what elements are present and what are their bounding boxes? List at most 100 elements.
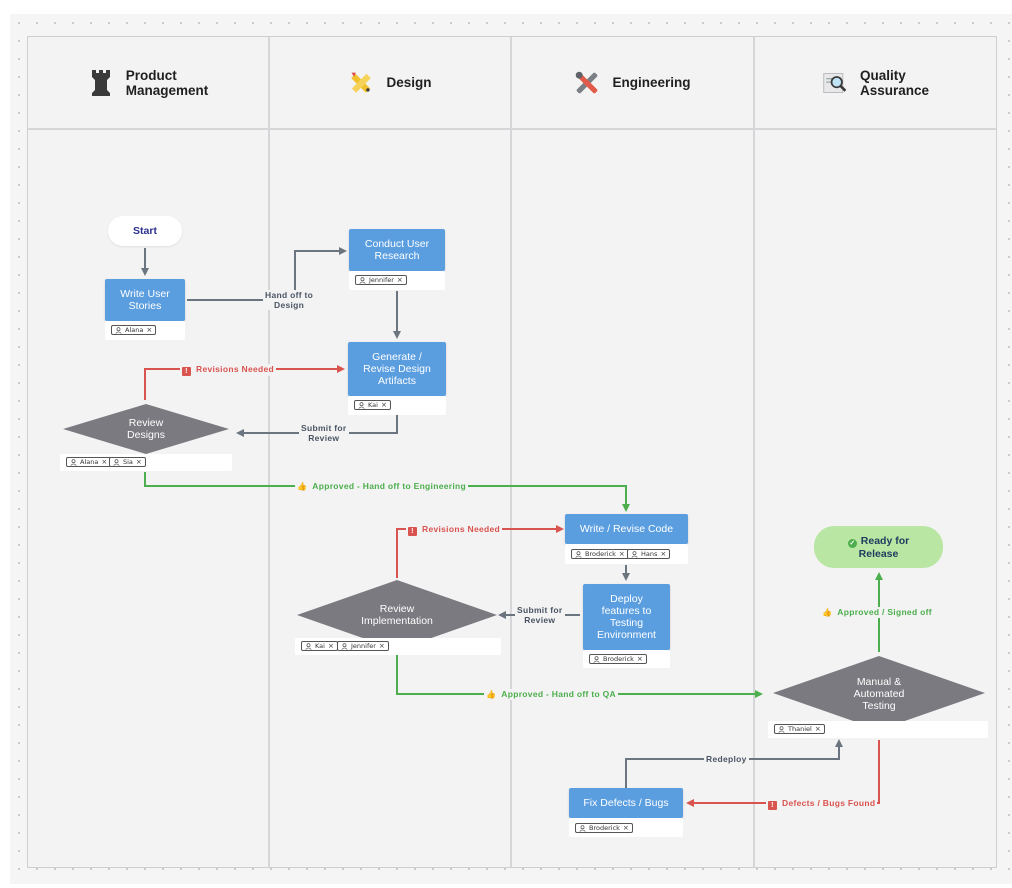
edge-label-submit-review: Submit for Review: [515, 605, 565, 625]
assignee-bar: Broderick×: [569, 818, 683, 837]
remove-icon[interactable]: ×: [135, 458, 142, 466]
assignee-tag[interactable]: Jennifer×: [355, 275, 407, 285]
user-icon: [341, 642, 348, 650]
manual-testing-diamond: [773, 656, 985, 730]
lane-header-design[interactable]: Design: [270, 37, 510, 128]
start-node[interactable]: Start: [108, 216, 182, 246]
review-implementation-diamond: [297, 580, 497, 650]
assignee-tag[interactable]: Kai×: [354, 400, 391, 410]
edge-label-revisions-needed: !Revisions Needed: [180, 364, 277, 376]
assignee-bar: Kai× Jennifer×: [295, 638, 501, 655]
ready-label: ✓Ready for Release: [847, 534, 910, 560]
lane-divider: [268, 37, 270, 867]
lane-header-product-management[interactable]: Product Management: [28, 37, 268, 128]
assignee-tag[interactable]: Thaniel×: [774, 724, 825, 734]
edge-label-hand-off-design: Hand off to Design: [263, 290, 316, 310]
assignee-bar: Broderick×: [583, 650, 670, 668]
user-icon: [358, 401, 365, 409]
edge-submit-review-1: [236, 415, 398, 437]
edge-label-defects-found: !Defects / Bugs Found: [766, 798, 878, 810]
thumbs-up-icon: 👍: [822, 608, 833, 617]
user-icon: [579, 824, 586, 832]
assignee-bar: Kai×: [348, 396, 446, 415]
tools-icon: [576, 71, 598, 93]
lane-header-quality-assurance[interactable]: Quality Assurance: [755, 37, 996, 128]
remove-icon[interactable]: ×: [814, 725, 821, 733]
lane-title: Quality Assurance: [859, 67, 930, 98]
alert-icon: !: [408, 527, 417, 536]
assignee-tag[interactable]: Broderick×: [589, 654, 647, 664]
remove-icon[interactable]: ×: [101, 458, 108, 466]
user-icon: [593, 655, 600, 663]
write-revise-code-node[interactable]: Write / Revise Code: [565, 514, 688, 544]
assignee-tag[interactable]: Hans×: [627, 549, 671, 559]
assignee-bar: Jennifer×: [349, 271, 445, 290]
edge-revisions-needed-1: [144, 365, 345, 400]
assignee-bar: Broderick× Hans×: [565, 544, 688, 564]
remove-icon[interactable]: ×: [636, 655, 643, 663]
remove-icon[interactable]: ×: [660, 550, 667, 558]
lane-title: Engineering: [612, 75, 691, 90]
user-icon: [305, 642, 312, 650]
lane-divider: [510, 37, 512, 867]
deploy-features-node[interactable]: Deploy features to Testing Environment: [583, 584, 670, 650]
thumbs-up-icon: 👍: [486, 690, 497, 699]
review-implementation-label[interactable]: Review Implementation: [361, 603, 433, 627]
user-icon: [115, 326, 122, 334]
assignee-tag[interactable]: Broderick×: [575, 823, 633, 833]
edge-label-submit-review: Submit for Review: [299, 423, 349, 443]
review-designs-diamond: [63, 404, 229, 454]
lane-header-engineering[interactable]: Engineering: [512, 37, 753, 128]
edge-label-approved-qa: 👍Approved - Hand off to QA: [484, 689, 618, 700]
assignee-bar: Alana×: [105, 321, 185, 340]
user-icon: [778, 725, 785, 733]
remove-icon[interactable]: ×: [327, 642, 334, 650]
edge-hand-off-design: [187, 247, 347, 301]
edge-approved-qa: [396, 655, 763, 698]
chess-rook-icon: [91, 69, 110, 96]
lane-title: Design: [386, 75, 432, 90]
alert-icon: !: [768, 801, 777, 810]
edge-label-approved-engineering: 👍Approved - Hand off to Engineering: [295, 481, 469, 492]
assignee-bar: Thaniel×: [768, 721, 988, 738]
remove-icon[interactable]: ×: [378, 642, 385, 650]
edge-redeploy: [625, 739, 843, 788]
fix-defects-node[interactable]: Fix Defects / Bugs: [569, 788, 683, 818]
user-icon: [113, 458, 120, 466]
thumbs-up-icon: 👍: [297, 482, 308, 491]
conduct-user-research-node[interactable]: Conduct User Research: [349, 229, 445, 271]
lane-divider: [753, 37, 755, 867]
assignee-tag[interactable]: Kai×: [301, 641, 338, 651]
assignee-tag[interactable]: Alana×: [66, 457, 112, 467]
magnifier-document-icon: [823, 72, 847, 93]
remove-icon[interactable]: ×: [622, 824, 629, 832]
user-icon: [70, 458, 77, 466]
pencil-ruler-icon: [351, 72, 372, 93]
edge-label-redeploy: Redeploy: [704, 754, 749, 764]
user-icon: [631, 550, 638, 558]
assignee-tag[interactable]: Sia×: [109, 457, 146, 467]
assignee-tag[interactable]: Broderick×: [571, 549, 629, 559]
edge-defects-found: [686, 740, 880, 807]
remove-icon[interactable]: ×: [396, 276, 403, 284]
lane-title: Product Management: [125, 67, 209, 98]
edge-revisions-needed-2: [396, 525, 564, 578]
assignee-tag[interactable]: Jennifer×: [337, 641, 389, 651]
write-user-stories-node[interactable]: Write User Stories: [105, 279, 185, 321]
edge-label-revisions-needed: !Revisions Needed: [406, 524, 503, 536]
assignee-tag[interactable]: Alana×: [111, 325, 157, 335]
remove-icon[interactable]: ×: [146, 326, 153, 334]
edge-label-approved-signed-off: 👍Approved / Signed off: [820, 607, 934, 618]
review-designs-label[interactable]: Review Designs: [127, 417, 165, 441]
ready-for-release-node[interactable]: ✓Ready for Release: [814, 526, 943, 568]
remove-icon[interactable]: ×: [380, 401, 387, 409]
manual-testing-label[interactable]: Manual & Automated Testing: [853, 676, 905, 712]
remove-icon[interactable]: ×: [618, 550, 625, 558]
header-divider: [28, 128, 996, 130]
user-icon: [575, 550, 582, 558]
assignee-bar: Alana× Sia×: [60, 454, 232, 471]
generate-design-artifacts-node[interactable]: Generate / Revise Design Artifacts: [348, 342, 446, 396]
user-icon: [359, 276, 366, 284]
alert-icon: !: [182, 367, 191, 376]
